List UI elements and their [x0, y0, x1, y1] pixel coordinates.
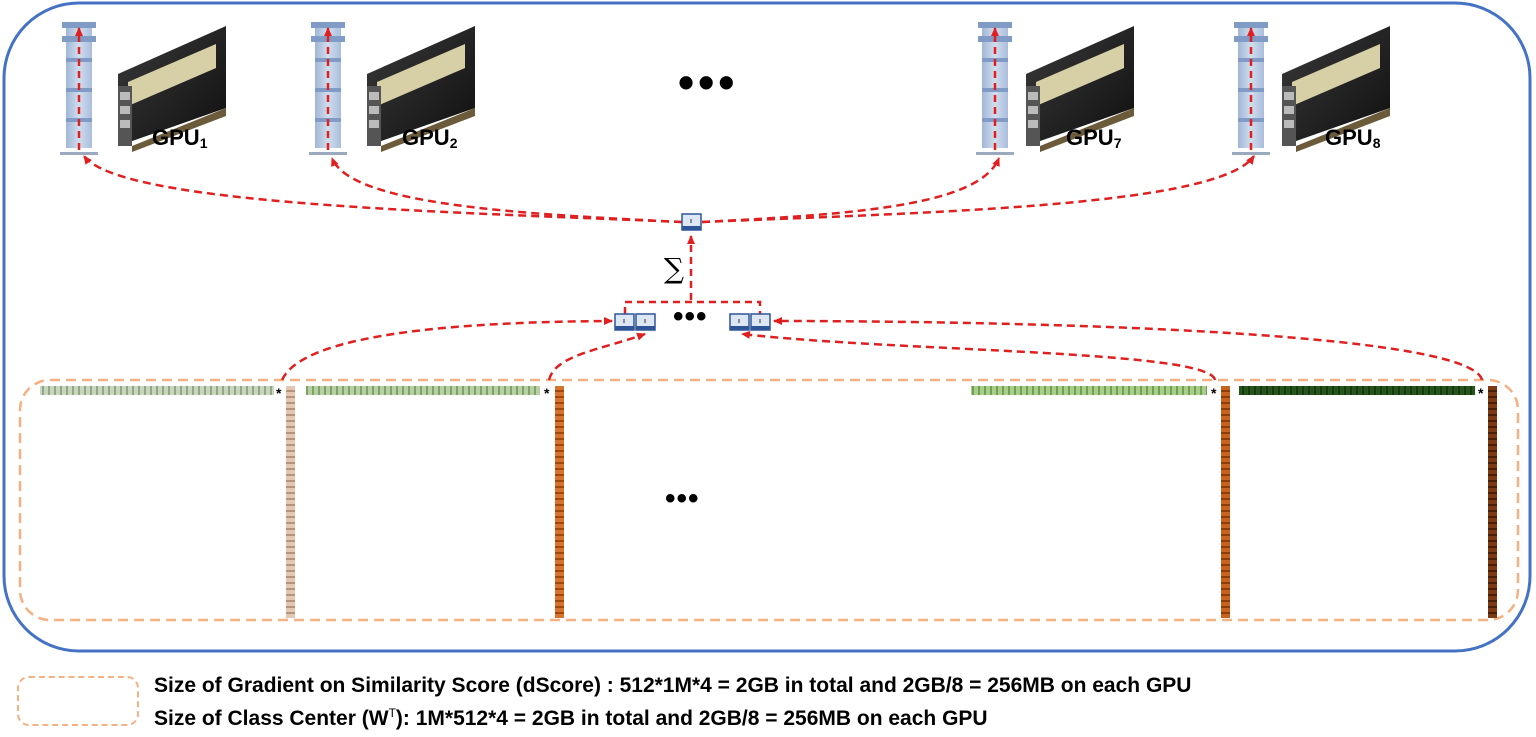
aggregated-block	[681, 213, 702, 231]
dscore-row-8	[1239, 386, 1475, 395]
multiply-star-2: *	[544, 385, 550, 401]
gpu-label-8: GPU8	[1325, 125, 1381, 151]
multiply-star-7: *	[1211, 385, 1217, 401]
sum-symbol: ∑	[664, 252, 684, 285]
gpu-card-icon	[118, 26, 226, 152]
legend-line-dscore: Size of Gradient on Similarity Score (dS…	[154, 674, 1192, 697]
legend-line-class-center: Size of Class Center (WT): 1M*512*4 = 2G…	[154, 706, 988, 730]
partial-ellipsis: •••	[673, 300, 708, 333]
gpu-label-1: GPU1	[152, 125, 208, 151]
class-center-col-7	[1221, 386, 1230, 618]
gpu-label-7: GPU7	[1066, 125, 1122, 151]
dscore-region	[18, 378, 1520, 622]
class-center-col-1	[286, 386, 295, 618]
legend-dashed-swatch	[17, 676, 139, 726]
class-center-col-2	[555, 386, 564, 618]
partial-block-1	[614, 313, 635, 331]
region-ellipsis: •••	[665, 482, 700, 515]
class-center-col-8	[1488, 386, 1497, 618]
multiply-star-8: *	[1478, 385, 1484, 401]
gpu-card-icon	[1282, 26, 1390, 152]
gpu-card-icon	[367, 26, 475, 152]
sum-arrows	[623, 235, 762, 314]
stack-up-arrows	[75, 27, 1255, 150]
dscore-row-2	[306, 386, 540, 395]
broadcast-arrows	[82, 155, 1256, 224]
gpu-card-icon	[1026, 26, 1134, 152]
multiply-star-1: *	[276, 385, 282, 401]
outer-container	[2, 1, 1532, 653]
dscore-row-1	[40, 386, 274, 395]
product-arrows	[280, 317, 1484, 381]
dscore-row-7	[971, 386, 1207, 395]
gpu-7-group	[976, 22, 1134, 155]
partial-block-2	[635, 313, 656, 331]
gpu-label-2: GPU2	[402, 125, 458, 151]
gpu-ellipsis: •••	[678, 56, 739, 108]
partial-block-7	[729, 313, 750, 331]
partial-block-8	[750, 313, 771, 331]
